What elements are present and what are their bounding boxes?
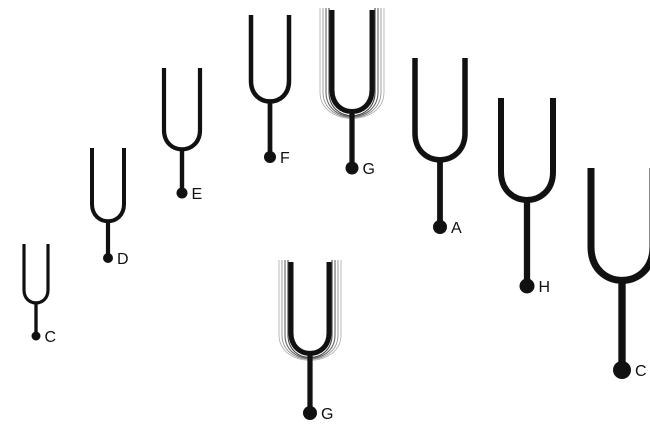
fork-ball xyxy=(303,406,317,420)
fork-label: H xyxy=(539,279,551,296)
fork-label: D xyxy=(117,251,129,268)
fork-ball xyxy=(177,188,188,199)
fork-prongs xyxy=(251,15,289,101)
fork-ball xyxy=(103,253,113,263)
fork-prongs xyxy=(291,262,329,353)
tuning-fork-d-2: D xyxy=(92,148,129,268)
fork-prongs xyxy=(24,244,48,303)
fork-prongs xyxy=(415,58,465,160)
tuning-fork-e-3: E xyxy=(164,68,202,203)
tuning-fork-g-9: G xyxy=(279,260,341,423)
fork-label: A xyxy=(451,220,462,237)
fork-prongs xyxy=(501,98,553,200)
fork-prongs xyxy=(92,148,124,221)
tuning-fork-c-1: C xyxy=(24,244,56,346)
fork-label: F xyxy=(280,150,290,167)
fork-ball xyxy=(613,361,631,379)
tuning-fork-h-7: H xyxy=(501,98,553,296)
fork-label: G xyxy=(321,406,333,423)
fork-ball xyxy=(32,332,41,341)
fork-ball xyxy=(520,279,535,294)
tuning-fork-g-5: G xyxy=(320,8,384,178)
tuning-fork-f-4: F xyxy=(251,15,290,167)
fork-label: C xyxy=(635,363,647,380)
fork-label: C xyxy=(45,329,57,346)
tuning-fork-a-6: A xyxy=(415,58,465,237)
fork-ball xyxy=(433,220,447,234)
fork-prongs xyxy=(164,68,200,149)
fork-prongs xyxy=(332,10,372,112)
tuning-fork-c-8: C xyxy=(591,168,650,380)
fork-prongs xyxy=(591,168,650,280)
fork-ball xyxy=(264,151,276,163)
fork-ball xyxy=(346,162,359,175)
vibration-lines xyxy=(279,260,341,360)
fork-label: G xyxy=(363,161,375,178)
fork-label: E xyxy=(192,186,203,203)
